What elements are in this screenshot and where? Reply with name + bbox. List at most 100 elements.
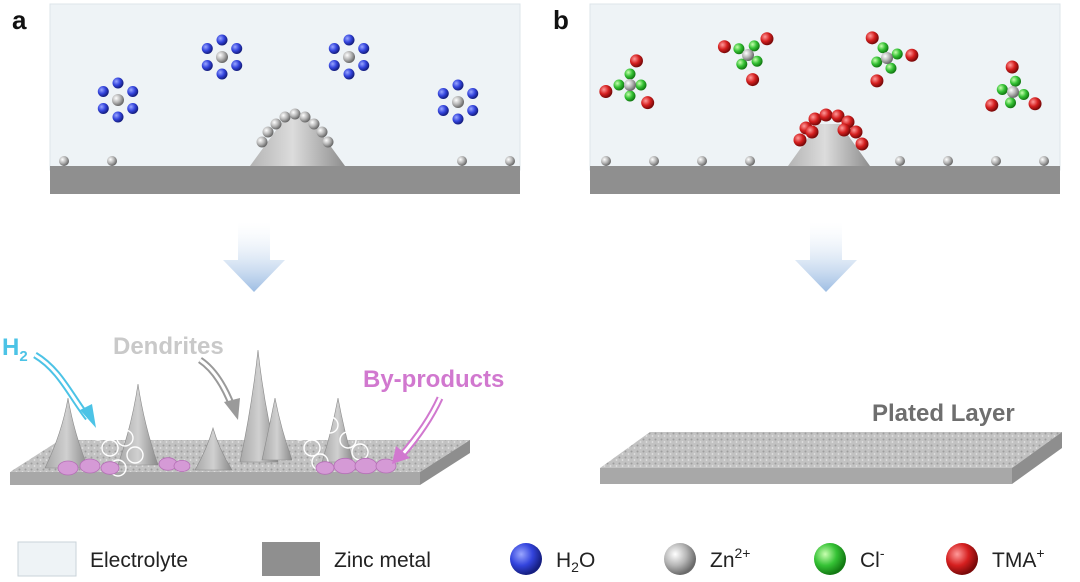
h2o-molecule: [467, 88, 479, 99]
zn-ion: [343, 51, 355, 63]
tma-ion: [905, 48, 919, 62]
cl-ion: [736, 58, 748, 70]
zn-ion: [308, 118, 320, 130]
zn-ion: [1039, 156, 1049, 166]
zn-ion: [107, 156, 117, 166]
zn-ion: [991, 156, 1001, 166]
hydrated-zn-complexes: [97, 34, 479, 125]
legend-swatch-electrolyte: [17, 541, 77, 577]
h2-label: H2: [2, 334, 28, 365]
byproducts-label: By-products: [363, 366, 504, 393]
h2o-molecule: [328, 60, 340, 71]
cl-ion: [1018, 88, 1030, 100]
zn-ion: [457, 156, 467, 166]
cl-zn-tma-complexes: [599, 31, 1042, 112]
h2o-molecule: [112, 111, 124, 123]
zn-sup: 2+: [735, 545, 751, 561]
zinc-slab-front: [10, 472, 420, 485]
h2-bubble: [339, 431, 357, 449]
zinc-slab-side: [420, 440, 470, 485]
tma-ion: [831, 109, 845, 123]
h2o-molecule: [216, 34, 228, 46]
by-product: [333, 457, 357, 475]
h2o-molecule: [127, 103, 139, 114]
by-product: [375, 458, 397, 474]
legend-label-zn: Zn2+: [710, 545, 750, 572]
h2o-molecule: [97, 86, 109, 97]
h2-bubble: [116, 429, 134, 447]
zn-ion: [112, 94, 124, 106]
h2o-molecule: [216, 68, 228, 80]
tma-ion: [985, 98, 999, 112]
cl-ion: [733, 43, 745, 55]
tma-main: TMA: [992, 549, 1036, 572]
tma-ion: [819, 108, 833, 122]
tma-ion: [760, 32, 774, 46]
zn-ion: [322, 136, 334, 148]
h2-label-sub: 2: [19, 348, 27, 365]
panel-label-b: b: [553, 5, 569, 35]
cl-ion: [1005, 97, 1017, 109]
tma-ion: [808, 112, 822, 126]
h2o-molecule: [343, 68, 355, 80]
zn-ion: [649, 156, 659, 166]
cl-sup: -: [880, 545, 885, 561]
cl-ion: [877, 42, 889, 54]
h2o-molecule: [112, 77, 124, 89]
zinc-metal-bar: [590, 166, 1060, 194]
cl-ion: [613, 79, 625, 91]
h2o-molecule: [452, 113, 464, 125]
by-product: [57, 460, 79, 476]
panel-a-top: [49, 3, 521, 194]
h2o-molecule: [358, 43, 370, 54]
panel-a-bottom: H2 Dendrites By-products: [2, 333, 504, 485]
legend: Electrolyte Zinc metal H2O Zn2+ Cl- TMA+: [17, 541, 1045, 577]
legend-label-cl: Cl-: [860, 545, 885, 572]
cl-ion: [871, 56, 883, 68]
h2o-molecule: [343, 34, 355, 46]
zn-ion: [943, 156, 953, 166]
dendrite: [194, 426, 233, 471]
tma-ion: [1005, 60, 1019, 74]
h2-bubble: [291, 423, 309, 441]
h2o-sub: 2: [571, 559, 579, 575]
cl-main: Cl: [860, 549, 880, 572]
zn-ion: [289, 108, 301, 120]
zinc-protrusion: [788, 124, 870, 166]
byproducts-callout-arrow: [392, 396, 444, 464]
tma-ion: [793, 133, 807, 147]
zinc-protrusion: [250, 118, 345, 166]
zn-ion: [216, 51, 228, 63]
zn-ion: [624, 79, 636, 91]
legend-marker-cl: [814, 543, 846, 575]
by-product: [315, 461, 335, 475]
zn-ion: [316, 126, 328, 138]
h2o-molecule: [97, 103, 109, 114]
h2o-molecule: [231, 60, 243, 71]
zn-ion: [601, 156, 611, 166]
zn-ion: [452, 96, 464, 108]
h2-label-main: H: [2, 334, 19, 361]
by-product: [173, 459, 191, 472]
legend-label-tma: TMA+: [992, 545, 1045, 572]
tma-ion: [1028, 97, 1042, 111]
legend-marker-zn: [664, 543, 696, 575]
cl-ion: [885, 62, 897, 74]
panel-label-a: a: [12, 5, 27, 35]
panel-b-top: [589, 3, 1061, 194]
h2o-molecule: [467, 105, 479, 116]
h2o-molecule: [201, 60, 213, 71]
zn-ion: [270, 118, 282, 130]
h2o-molecule: [231, 43, 243, 54]
h2o-o: O: [579, 549, 595, 572]
cl-ion: [996, 84, 1008, 96]
plated-layer-label: Plated Layer: [872, 400, 1015, 427]
tma-ion: [641, 96, 655, 110]
zn-ion: [256, 136, 268, 148]
cl-ion: [635, 79, 647, 91]
tma-ion: [717, 40, 731, 54]
dendrites-callout-arrow: [197, 357, 240, 420]
legend-marker-h2o: [510, 543, 542, 575]
cl-ion: [1009, 75, 1021, 87]
down-arrow-a: [223, 222, 285, 292]
